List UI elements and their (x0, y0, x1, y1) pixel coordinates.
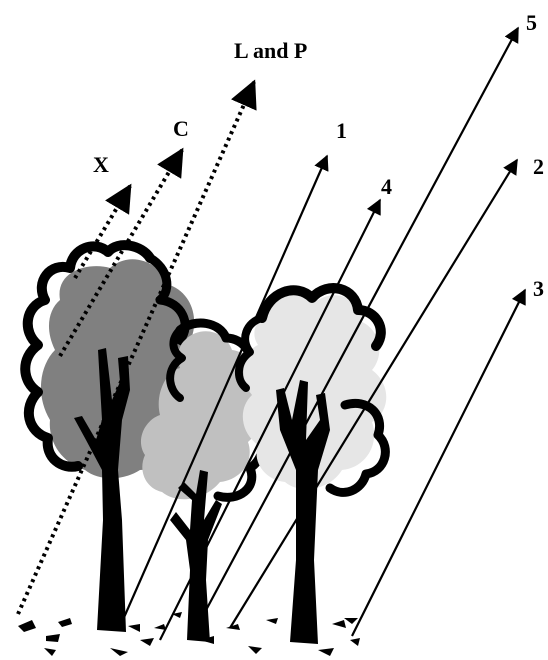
ground-leaf (140, 638, 154, 646)
tree-right (235, 283, 390, 644)
ground-leaf (128, 624, 140, 632)
arrow-l-and-p (16, 79, 257, 615)
ground-leaf (110, 648, 128, 656)
tree-middle-crown-fill (140, 331, 260, 500)
label-2: 2 (533, 154, 544, 179)
ground-leaf (172, 612, 182, 618)
label-4: 4 (381, 174, 392, 199)
label-c: C (173, 116, 189, 141)
ground-leaf (18, 620, 36, 632)
ground-leaf (350, 638, 360, 646)
ground-leaf (248, 646, 262, 654)
tree-left-trunk (74, 348, 130, 632)
tree-right-crown-outline-low (325, 399, 390, 497)
ground-leaf (332, 620, 346, 628)
label-l-and-p: L and P (234, 38, 307, 63)
ground-leaf (46, 634, 60, 642)
tree-middle-crown-outline-left (166, 326, 186, 402)
ground-leaf (266, 618, 278, 624)
tree-right-crown-outline-left (235, 314, 266, 392)
ground-leaf (154, 624, 166, 630)
label-x: X (93, 152, 109, 177)
ground-leaf (58, 618, 72, 627)
ground-leaf (226, 624, 240, 630)
ground-leaf (344, 618, 358, 624)
ground-litter (18, 612, 360, 656)
arrow-3 (351, 288, 526, 637)
tree-right-trunk (276, 380, 330, 644)
solid-arrows (120, 26, 526, 641)
ground-leaf (318, 648, 334, 656)
tree-left-crown-outline (20, 240, 155, 472)
arrow-5 (204, 26, 519, 613)
arrow-c (58, 147, 184, 358)
label-5: 5 (526, 10, 537, 35)
tree-right-crown-outline (257, 283, 386, 351)
arrow-2 (229, 158, 518, 629)
arrow-1 (120, 154, 329, 623)
dotted-arrows (16, 79, 257, 615)
ground-leaf (200, 636, 214, 644)
arrow-4 (159, 198, 381, 641)
tree-middle-trunk (170, 470, 222, 642)
label-3: 3 (533, 276, 544, 301)
ground-leaf (44, 648, 56, 656)
label-1: 1 (336, 118, 347, 143)
